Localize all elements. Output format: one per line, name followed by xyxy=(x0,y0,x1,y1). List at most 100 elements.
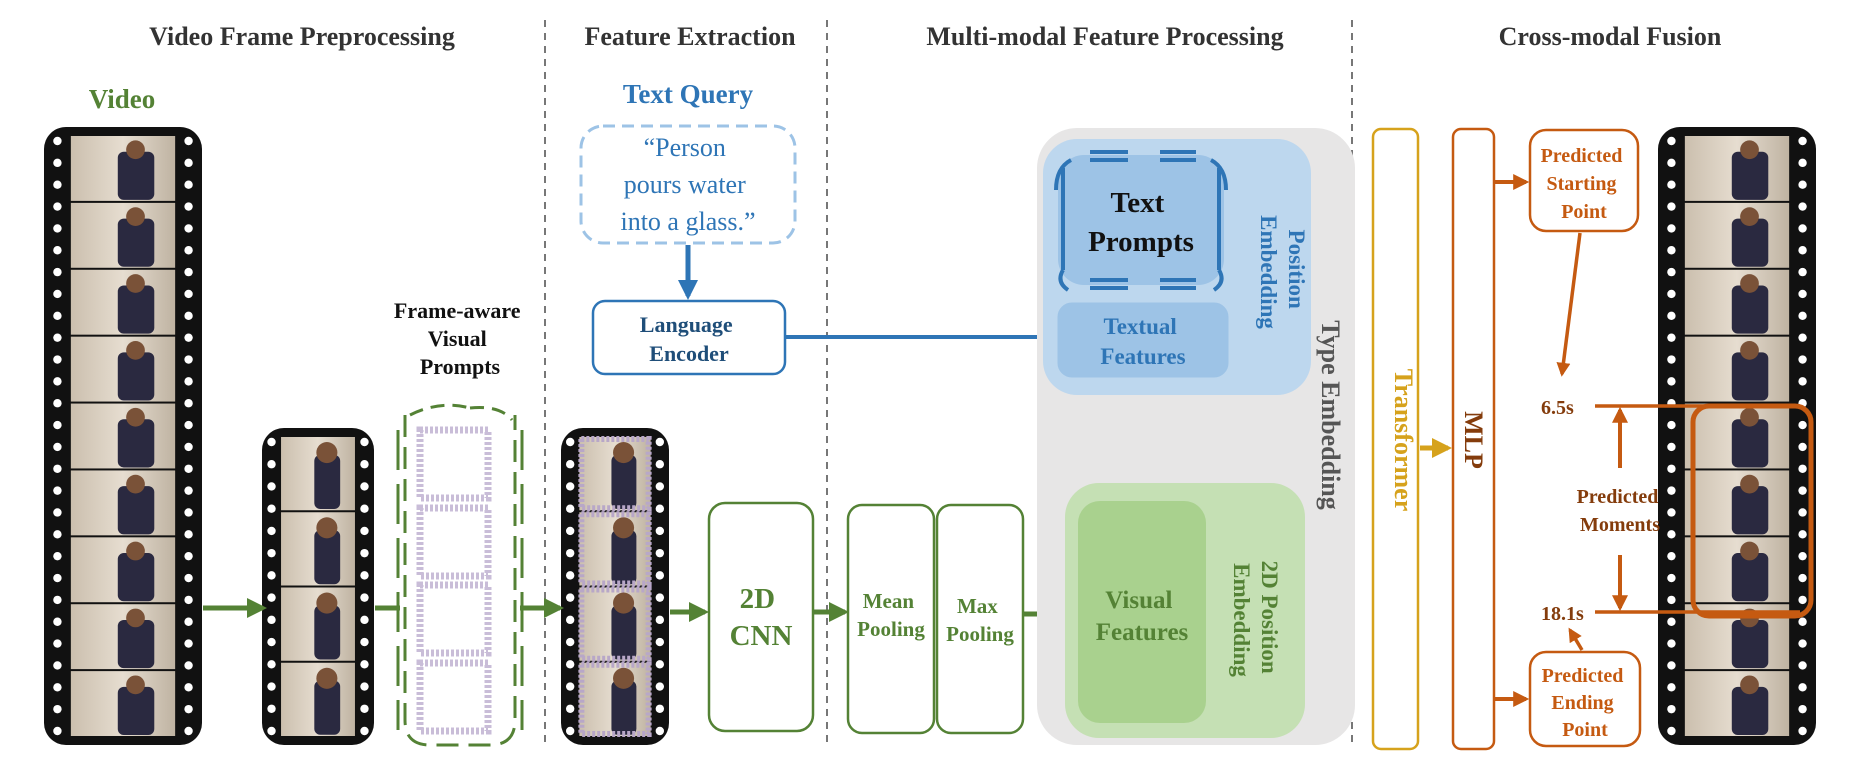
sprocket-hole xyxy=(53,202,62,211)
person-head xyxy=(1740,207,1759,226)
sprocket-hole xyxy=(1798,267,1807,277)
person-figure xyxy=(611,454,637,509)
sprocket-hole xyxy=(53,508,62,517)
sprocket-hole xyxy=(655,660,665,669)
sprocket-hole xyxy=(1667,573,1676,583)
sprocket-hole xyxy=(267,637,276,647)
sprocket-hole xyxy=(360,593,369,602)
sprocket-hole xyxy=(1667,661,1676,670)
sprocket-hole xyxy=(565,437,575,447)
sprocket-hole xyxy=(565,526,575,536)
prompt-square xyxy=(416,581,492,657)
sprocket-hole xyxy=(565,704,575,713)
sprocket-hole xyxy=(1798,158,1807,168)
sprocket-hole xyxy=(184,420,193,430)
sprocket-hole xyxy=(184,530,193,539)
person-figure xyxy=(117,352,155,401)
sprocket-hole xyxy=(53,180,62,189)
sprocket-hole xyxy=(184,551,193,561)
pred-start-box xyxy=(1528,128,1640,233)
sprocket-hole xyxy=(1667,683,1676,692)
sprocket-hole xyxy=(1667,508,1676,517)
sprocket-hole xyxy=(1667,377,1676,386)
sprocket-hole xyxy=(1798,202,1807,211)
sprocket-hole xyxy=(565,548,575,558)
sprocket-hole xyxy=(184,639,193,648)
sprocket-hole xyxy=(360,460,369,469)
person-figure xyxy=(1731,619,1769,669)
sprocket-hole xyxy=(184,202,193,211)
sprocket-hole xyxy=(184,442,193,452)
visual-features-label: Visual Features xyxy=(1096,587,1189,646)
sprocket-hole xyxy=(655,637,665,647)
sprocket-hole xyxy=(184,573,193,583)
sprocket-hole xyxy=(360,437,369,447)
prompt-noise-border xyxy=(578,586,652,662)
pred-end-box xyxy=(1528,650,1642,748)
sampled-frames-filmstrip xyxy=(262,428,374,745)
arrow-end-to-time xyxy=(1568,627,1584,651)
person-figure xyxy=(611,605,637,660)
arrow-start-to-time xyxy=(1556,232,1582,377)
sprocket-hole xyxy=(1798,355,1807,364)
sprocket-hole xyxy=(53,726,62,736)
position-embedding-label: Position Embedding xyxy=(1256,215,1309,329)
sprocket-hole xyxy=(1798,639,1807,648)
sprocket-hole xyxy=(1798,551,1807,561)
sprocket-hole xyxy=(655,571,665,580)
sprocket-hole xyxy=(184,224,193,233)
text-query-content: “Person pours water into a glass.” xyxy=(620,133,755,236)
person-figure xyxy=(1731,151,1769,200)
sprocket-hole xyxy=(565,482,575,491)
sprocket-hole xyxy=(565,571,575,580)
sprocket-hole xyxy=(1798,311,1807,321)
sprocket-hole xyxy=(1667,464,1676,473)
sprocket-hole xyxy=(1798,726,1807,736)
language-encoder-label: Language Encoder xyxy=(640,312,738,366)
sprocket-hole xyxy=(53,442,62,452)
sprocket-hole xyxy=(1798,486,1807,495)
sprocket-hole xyxy=(1667,246,1676,255)
sprocket-hole xyxy=(53,333,62,342)
sprocket-hole xyxy=(655,726,665,736)
sprocket-hole xyxy=(655,504,665,513)
mean-pooling-label: Mean Pooling xyxy=(857,589,925,641)
pos2d-embedding-label: 2D Position Embedding xyxy=(1229,561,1282,680)
person-head xyxy=(613,442,635,464)
sprocket-hole xyxy=(655,548,665,558)
max-pooling-box xyxy=(935,503,1025,735)
person-figure xyxy=(117,218,155,267)
sprocket-hole xyxy=(1667,551,1676,561)
sprocket-hole xyxy=(184,399,193,408)
moment-highlight-box xyxy=(1690,403,1814,619)
sprocket-hole xyxy=(184,486,193,495)
sprocket-hole xyxy=(1667,726,1676,736)
sprocket-hole xyxy=(53,377,62,386)
sprocket-hole xyxy=(267,615,276,625)
sprocket-hole xyxy=(1667,158,1676,168)
person-figure xyxy=(117,486,155,535)
sprocket-hole xyxy=(53,639,62,648)
person-figure xyxy=(314,530,341,585)
sprocket-hole xyxy=(53,136,62,146)
person-head xyxy=(316,592,338,614)
sprocket-hole xyxy=(655,682,665,691)
sprocket-hole xyxy=(53,551,62,561)
sprocket-hole xyxy=(1798,224,1807,233)
transformer-box xyxy=(1371,127,1420,751)
person-head xyxy=(126,274,145,293)
sprocket-hole xyxy=(1798,530,1807,539)
sprocket-hole xyxy=(360,637,369,647)
sprocket-hole xyxy=(267,704,276,713)
person-head xyxy=(613,592,635,614)
visual-features-box xyxy=(1078,501,1206,723)
visual-prompt-frames xyxy=(396,403,524,747)
person-figure xyxy=(1731,285,1769,334)
person-head xyxy=(1740,474,1759,494)
prompt-square xyxy=(416,504,492,580)
sprocket-hole xyxy=(184,377,193,386)
sprocket-hole xyxy=(267,526,276,536)
person-head xyxy=(1740,274,1759,293)
sprocket-hole xyxy=(565,593,575,602)
sprocket-hole xyxy=(1667,355,1676,364)
